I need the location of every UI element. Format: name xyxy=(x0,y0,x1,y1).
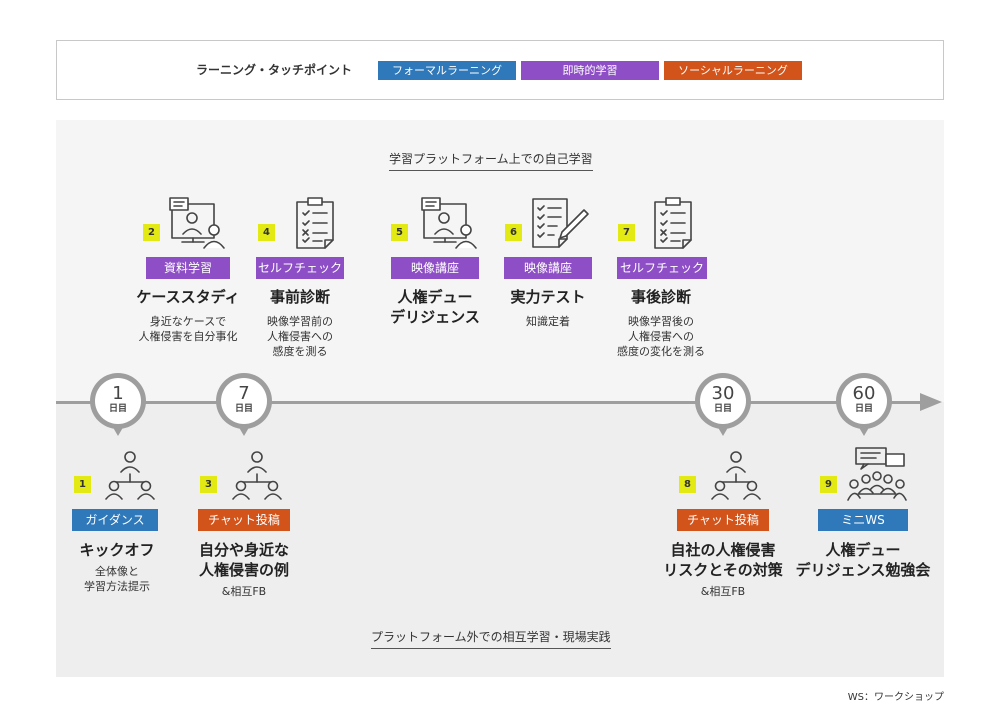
step-description: 知識定着 xyxy=(526,315,570,328)
step-title: ケーススタディ xyxy=(136,288,240,306)
step-tag: ミニWS xyxy=(818,509,908,531)
checklist-clipboard-icon xyxy=(654,197,692,249)
step-description: 映像学習後の人権侵害への感度の変化を測る xyxy=(617,315,705,358)
step-tag: チャット投稿 xyxy=(677,509,769,531)
step-title: キックオフ xyxy=(79,541,155,559)
step-title: 実力テスト xyxy=(510,288,586,306)
step-tag: 映像講座 xyxy=(504,257,592,279)
step-title: 人権デューデリジェンス xyxy=(390,288,480,326)
legend-social-learning: ソーシャルラーニング xyxy=(664,61,802,80)
step-number-badge: 5 xyxy=(391,224,408,241)
section-title-offline: プラットフォーム外での相互学習・現場実践 xyxy=(371,628,611,649)
step-tag: 映像講座 xyxy=(391,257,479,279)
step-tag: 資料学習 xyxy=(146,257,230,279)
step-description: 身近なケースで人権侵害を自分事化 xyxy=(138,315,238,343)
step-number-badge: 9 xyxy=(820,476,837,493)
step-number-badge: 1 xyxy=(74,476,91,493)
step-number-badge: 3 xyxy=(200,476,217,493)
step-number-badge: 2 xyxy=(143,224,160,241)
step-number-badge: 6 xyxy=(505,224,522,241)
timeline-arrowhead xyxy=(920,393,942,411)
presentation-screen-icon xyxy=(169,197,225,249)
legend-just-in-time-learning: 即時的学習 xyxy=(521,61,659,80)
step-number-badge: 4 xyxy=(258,224,275,241)
section-title-online: 学習プラットフォーム上での自己学習 xyxy=(389,150,593,171)
group-network-icon xyxy=(232,451,282,500)
footnote: WS：ワークショップ xyxy=(847,692,944,703)
step-number-badge: 7 xyxy=(618,224,635,241)
step-description: &相互FB xyxy=(221,585,267,598)
step-description: &相互FB xyxy=(700,585,746,598)
timeline-axis xyxy=(56,401,932,404)
step-tag: セルフチェック xyxy=(617,257,707,279)
test-sheet-icon xyxy=(532,198,589,248)
legend-title: ラーニング・タッチポイント xyxy=(196,63,353,77)
step-tag: セルフチェック xyxy=(256,257,344,279)
step-number-badge: 8 xyxy=(679,476,696,493)
step-description: 映像学習前の人権侵害への感度を測る xyxy=(267,315,333,358)
step-title: 自社の人権侵害リスクとその対策 xyxy=(663,541,783,579)
legend-formal-learning: フォーマルラーニング xyxy=(378,61,516,80)
step-title: 事前診断 xyxy=(269,288,330,306)
group-network-icon xyxy=(711,451,761,500)
step-title: 自分や身近な人権侵害の例 xyxy=(198,541,289,579)
step-title: 事後診断 xyxy=(630,288,691,306)
step-title: 人権デューデリジェンス勉強会 xyxy=(795,541,931,579)
step-description: 全体像と学習方法提示 xyxy=(84,565,150,593)
step-tag: ガイダンス xyxy=(72,509,158,531)
step-tag: チャット投稿 xyxy=(198,509,290,531)
checklist-clipboard-icon xyxy=(296,197,334,249)
video-screen-icon xyxy=(421,197,477,249)
group-meeting-icon xyxy=(847,447,907,501)
group-network-icon xyxy=(105,451,155,500)
